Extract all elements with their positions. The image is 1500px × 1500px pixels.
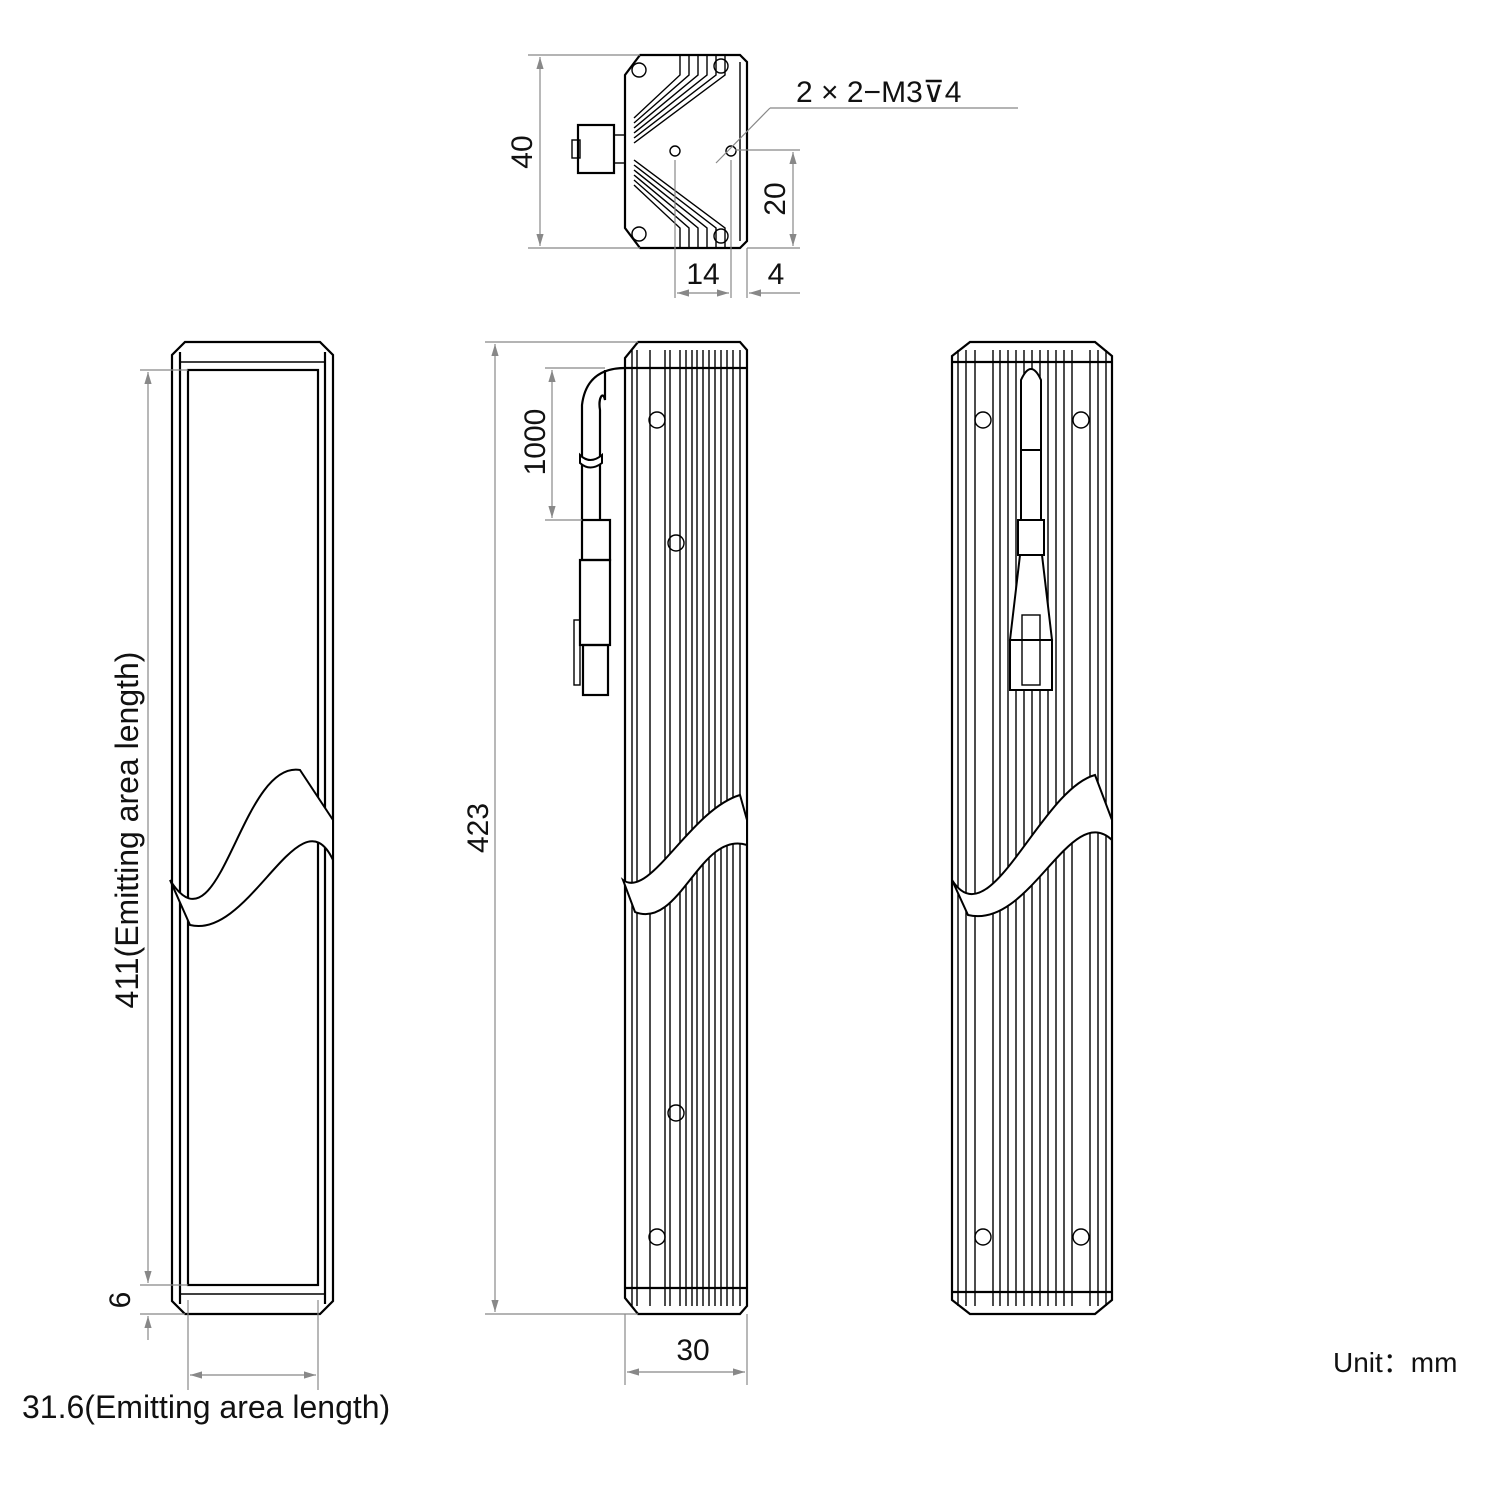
front-view bbox=[169, 340, 335, 1316]
fin-line bbox=[633, 55, 699, 248]
dim-30: 30 bbox=[676, 1334, 709, 1367]
fin-line bbox=[633, 55, 690, 248]
dim-40: 40 bbox=[506, 135, 539, 168]
top-dimensions bbox=[528, 54, 1018, 298]
screw-icon bbox=[713, 228, 729, 244]
screw-icon bbox=[631, 226, 647, 242]
dim-14: 14 bbox=[686, 258, 719, 291]
side-dimensions bbox=[485, 341, 748, 1385]
dim-31-6: 31.6(Emitting area length) bbox=[22, 1389, 390, 1425]
dim-20: 20 bbox=[759, 182, 792, 215]
dim-423: 423 bbox=[462, 803, 495, 853]
side-view bbox=[573, 340, 749, 1316]
screw-icon bbox=[631, 62, 647, 78]
mounting-hole bbox=[725, 145, 737, 157]
front-dimensions bbox=[140, 369, 319, 1390]
fin-line bbox=[633, 55, 681, 248]
dim-1000: 1000 bbox=[519, 409, 552, 476]
back-view bbox=[950, 340, 1114, 1316]
fin-line bbox=[633, 55, 708, 248]
unit-label: Unit：mm bbox=[1333, 1347, 1457, 1378]
dim-411: 411(Emitting area length) bbox=[109, 652, 145, 1009]
thread-spec: 2 × 2−M3⊽4 bbox=[796, 76, 961, 109]
screw-icon bbox=[667, 534, 685, 552]
dim-6: 6 bbox=[104, 1292, 137, 1309]
screw-icon bbox=[667, 1104, 685, 1122]
mounting-hole bbox=[669, 145, 681, 157]
top-view bbox=[571, 53, 749, 250]
screw-icon bbox=[713, 58, 729, 74]
dim-4: 4 bbox=[768, 258, 785, 291]
